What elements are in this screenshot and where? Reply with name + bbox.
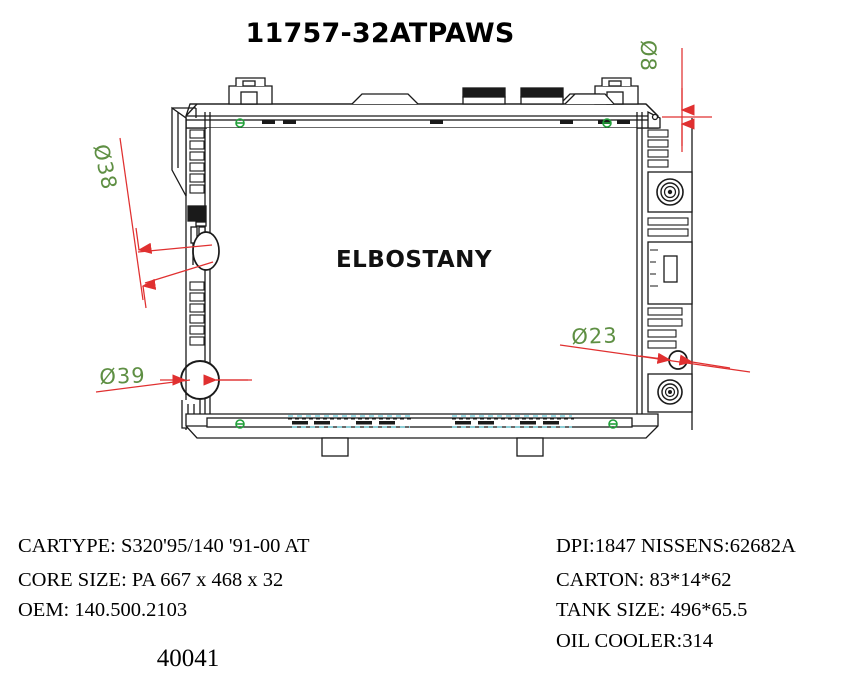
top-clip-right-block [520,87,564,105]
dimension-line-38 [119,137,214,309]
spec-core-size: CORE SIZE: PA 667 x 468 x 32 [18,568,284,591]
dimension-line-8 [662,48,712,152]
cad-node-markers [235,118,618,429]
left-tank [171,106,220,432]
mounting-bracket-left [228,77,273,105]
spec-oil-cooler: OIL COOLER:314 [556,629,713,652]
oil-cooler-port [668,350,688,370]
left-tank-ribs-upper [189,129,205,194]
spec-cartype: CARTYPE: S320'95/140 '91-00 AT [18,535,310,557]
bottom-tab-right [516,437,544,457]
brand-watermark: ELBOSTANY [335,247,493,273]
lower-header-rail [185,413,659,439]
left-tank-block [187,205,207,222]
lower-oil-cooler-fitting [647,373,693,413]
spec-oem: OEM: 140.500.2103 [18,599,188,621]
right-tank-ribs-mid [647,217,689,237]
spec-dpi-nissens: DPI:1847 NISSENS:62682A [556,535,796,557]
right-tank-ribs-lower [647,307,683,349]
core-face [207,128,637,414]
top-clip-left [462,87,506,105]
right-tank [636,110,693,432]
spec-tank-size: TANK SIZE: 496*65.5 [556,599,748,621]
dimension-label-8: Ø8 [636,40,660,72]
upper-header-rail [185,103,659,129]
drawing-code-number: 40041 [156,645,220,672]
bottom-tab-left [321,437,349,457]
dimension-label-39: Ø39 [99,363,147,389]
page-title: 11757-32ATPAWS [245,18,515,49]
hidden-lines [288,415,572,428]
dimension-line-39 [95,374,252,393]
dimension-line-23 [559,344,751,373]
lower-rail-slots [292,421,559,425]
dimension-label-23: Ø23 [571,323,619,349]
top-hump-right-curve [564,93,615,105]
spec-block-left: CARTYPE: S320'95/140 '91-00 AT CORE SIZE… [18,536,538,631]
radiator-technical-drawing [95,48,751,457]
top-hump-left [351,93,419,105]
spec-block-right: DPI:1847 NISSENS:62682A CARTON: 83*14*62… [556,536,867,661]
right-tank-ribs-top [647,129,669,168]
left-tank-ribs-lower [189,281,205,346]
radiator-assembly [171,77,693,457]
upper-oil-cooler-fitting [647,171,693,213]
spec-carton: CARTON: 83*14*62 [556,568,732,591]
